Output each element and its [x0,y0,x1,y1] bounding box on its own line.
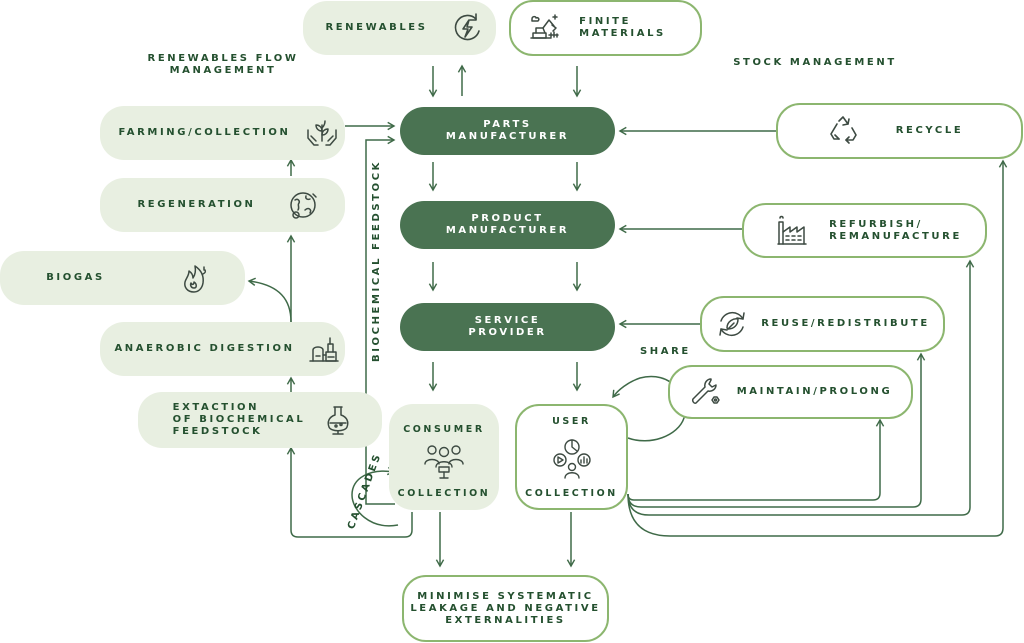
anaerobic-digestion-node[interactable]: ANAEROBIC DIGESTION [100,322,345,376]
wrench-icon [689,375,723,409]
farming-collection-label: FARMING/COLLECTION [118,127,291,138]
user-node[interactable]: USER COLLECTION [515,404,628,510]
user-devices-icon [549,436,595,480]
redistribute-cycle-icon [715,307,749,341]
renewables-node[interactable]: RENEWABLES [303,1,496,55]
user-label: USER [552,416,591,427]
minimise-leakage-node[interactable]: MINIMISE SYSTEMATIC LEAKAGE AND NEGATIVE… [402,575,609,642]
arrow-user-to-recycle [627,159,1008,537]
regeneration-label: REGENERATION [137,199,256,210]
arrow-feedstock-to-parts [365,135,396,505]
factory-icon [775,214,809,248]
refurbish-node[interactable]: REFURBISH/ REMANUFACTURE [742,203,987,258]
extraction-label: EXTACTION OF BIOCHEMICAL FEEDSTOCK [172,402,306,437]
arrow-consumer-to-extraction [286,446,413,538]
refurbish-label: REFURBISH/ REMANUFACTURE [829,218,962,242]
finite-materials-label: FINITE MATERIALS [579,16,666,39]
consumer-collection-label: COLLECTION [397,488,491,499]
flask-icon [321,403,355,437]
parts-manufacturer-label: PARTS MANUFACTURER [445,119,570,142]
consumer-node[interactable]: CONSUMER COLLECTION [389,404,499,510]
flame-icon [177,261,211,295]
recycle-node[interactable]: RECYCLE [776,103,1023,159]
product-manufacturer-label: PRODUCT MANUFACTURER [445,213,570,236]
minimise-leakage-label: MINIMISE SYSTEMATIC LEAKAGE AND NEGATIVE… [410,590,601,626]
biochemical-feedstock-label: BIOCHEMICAL FEEDSTOCK [371,160,382,362]
parts-manufacturer-node[interactable]: PARTS MANUFACTURER [400,107,615,155]
plant-hands-icon [305,116,339,150]
share-label: SHARE [640,346,691,357]
recycle-label: RECYCLE [895,125,964,136]
renewables-label: RENEWABLES [325,22,428,33]
anaerobic-digestion-label: ANAEROBIC DIGESTION [114,343,295,354]
digester-plant-icon [307,332,341,366]
stock-management-label: STOCK MANAGEMENT [733,57,897,68]
renewables-flow-label: RENEWABLES FLOW MANAGEMENT [147,53,299,76]
user-collection-label: COLLECTION [525,488,618,499]
maintain-node[interactable]: MAINTAIN/PROLONG [668,365,913,419]
extraction-node[interactable]: EXTACTION OF BIOCHEMICAL FEEDSTOCK [138,392,382,448]
reuse-node[interactable]: REUSE/REDISTRIBUTE [700,296,945,352]
biogas-node[interactable]: BIOGAS [0,251,245,305]
earth-regeneration-icon [286,188,320,222]
arrow-digestion-to-biogas [247,277,292,323]
biogas-label: BIOGAS [46,272,105,283]
maintain-label: MAINTAIN/PROLONG [736,386,893,397]
reuse-label: REUSE/REDISTRIBUTE [761,318,930,329]
service-provider-label: SERVICE PROVIDER [468,315,547,338]
consumer-group-icon [421,442,467,482]
arrow-user-to-maintain [627,418,885,501]
recycle-icon [826,114,860,148]
service-provider-node[interactable]: SERVICE PROVIDER [400,303,615,351]
farming-collection-node[interactable]: FARMING/COLLECTION [100,106,345,160]
renewable-energy-icon [450,11,484,45]
regeneration-node[interactable]: REGENERATION [100,178,345,232]
finite-materials-node[interactable]: FINITE MATERIALS [509,0,702,56]
mining-excavator-icon [527,11,561,45]
arrow-user-to-refurbish [627,259,975,516]
consumer-label: CONSUMER [403,424,485,435]
product-manufacturer-node[interactable]: PRODUCT MANUFACTURER [400,201,615,249]
arrow-cascades-loop [351,466,399,527]
